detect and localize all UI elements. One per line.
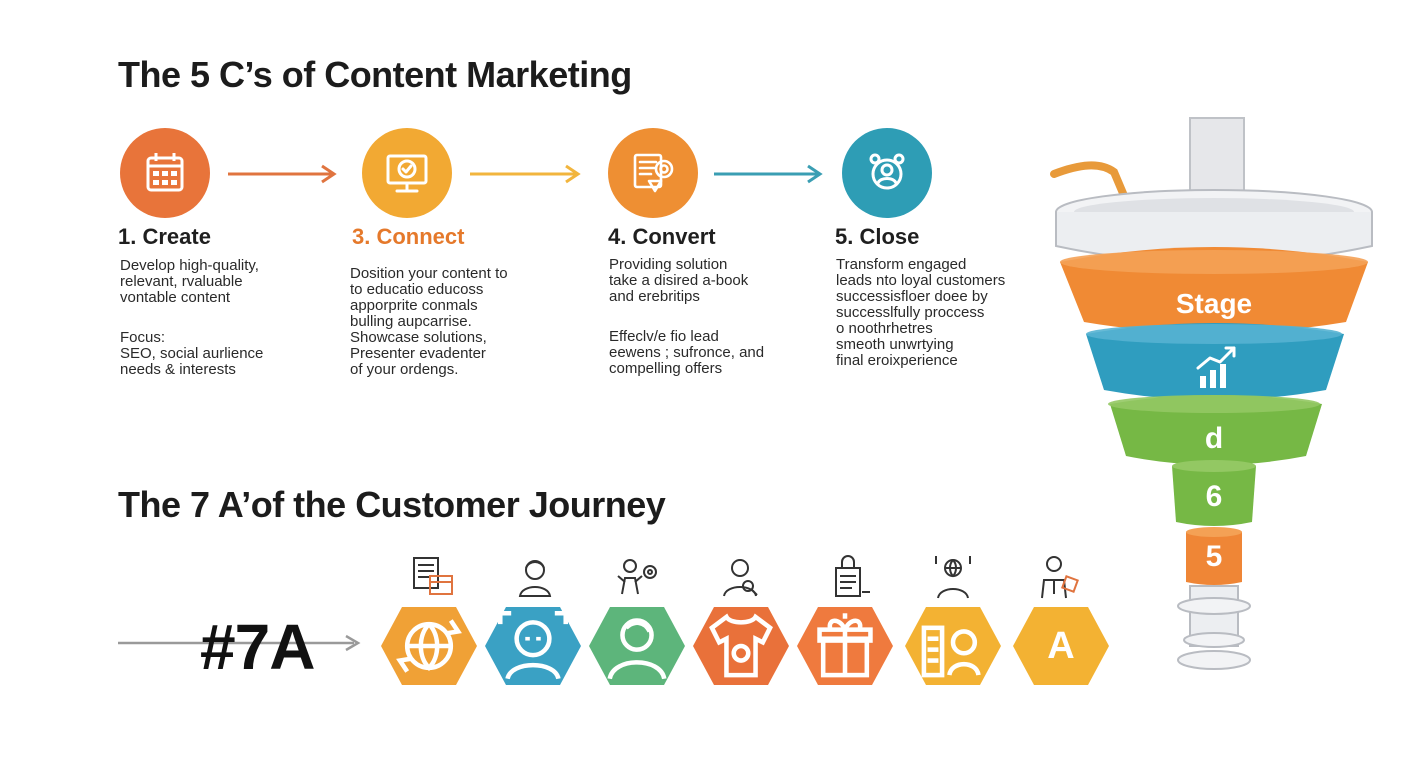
step-line: Providing solution [609,256,728,273]
step-text-convert: Providing solution take a disired a-book… [609,257,764,377]
step-text-create: Develop high-quality, relevant, rvaluabl… [120,258,263,378]
step-line: and erebritips [609,288,700,305]
step-line: successisfloer doee by [836,288,988,305]
step-line: Presenter evadenter [350,345,486,362]
globe-arrows-icon [396,619,462,673]
step-line: successlfully proccess [836,304,985,321]
hex-5 [796,606,894,686]
person-search-icon [723,559,758,597]
step-line: compelling offers [609,360,723,377]
step-line: eewens ; sufronce, and [609,344,765,361]
letter-icon: A [1047,624,1075,667]
gift-icon [817,613,873,678]
hex-2 [484,606,582,686]
document-target-icon [633,153,674,193]
step-line: Dosition your content to [350,265,508,282]
create-circle [120,128,210,218]
seven-as-title: The 7 A’of the Customer Journey [118,484,666,525]
step-heading-create: 1. Create [118,224,211,249]
chart-person-icon [921,625,981,678]
step-line: SEO, social aurlience [120,345,264,362]
step-heading-close: 5. Close [835,224,920,249]
document-card-icon [413,557,453,595]
bag-list-icon [835,555,870,597]
avatar-icon [518,560,552,597]
monitor-check-icon [386,154,428,193]
funnel-graphic [1050,117,1373,670]
person-icon [607,618,667,680]
arrow-create-connect [228,164,337,184]
funnel: Stage d 6 5 [1040,112,1380,682]
arrow-convert-close [714,164,823,184]
hex-4 [692,606,790,686]
step-line: Transform engaged [836,256,967,273]
close-circle [842,128,932,218]
step-line: take a disired a-book [609,272,749,289]
step-line: Focus: [120,329,166,346]
step-line: o noothrhetres [836,320,933,337]
arrow-connect-convert [470,164,581,184]
convert-circle [608,128,698,218]
step-line: leads nto loyal customers [836,272,1006,289]
calendar-icon [146,153,184,192]
step-text-connect: Dosition your content to to educatio edu… [350,266,508,378]
step-line: of your ordengs. [350,361,459,378]
bar-chart-up-icon [1196,346,1236,388]
step-heading-convert: 4. Convert [608,224,716,249]
businessman-tag-icon [1041,556,1079,599]
five-cs-title: The 5 C’s of Content Marketing [118,54,632,95]
person-globe-icon [935,556,971,599]
step-text-close: Transform engaged leads nto loyal custom… [836,257,1005,369]
person-gear-icon [617,559,657,595]
funnel-label-d: d [1204,422,1224,455]
funnel-label-5: 5 [1205,540,1223,573]
journey-tag: #7A [200,611,315,683]
step-line: bulling aupcarrise. [350,313,472,330]
step-line: final eroixperience [836,352,958,369]
step-line: smeoth unwrtying [836,336,954,353]
step-line: Showcase solutions, [350,329,487,346]
step-heading-connect: 3. Connect [352,224,465,249]
journey-arrow [118,634,361,652]
shirt-badge-icon [709,613,773,678]
step-line: Effeclv/e fio lead [609,328,719,345]
hex-7: A [1012,606,1110,686]
face-scan-icon [498,611,568,680]
step-line: relevant, rvaluable [120,273,243,290]
step-line: Develop high-quality, [120,257,259,274]
user-badge-icon [869,153,905,190]
step-line: apporprite conmals [350,297,478,314]
funnel-stage-label: Stage [1175,288,1253,319]
step-line: vontable content [120,289,231,306]
hex-3 [588,606,686,686]
hex-6 [904,606,1002,686]
hex-1 [380,606,478,686]
connect-circle [362,128,452,218]
funnel-label-6: 6 [1205,480,1223,513]
step-line: needs & interests [120,361,236,378]
step-line: to educatio educoss [350,281,484,298]
